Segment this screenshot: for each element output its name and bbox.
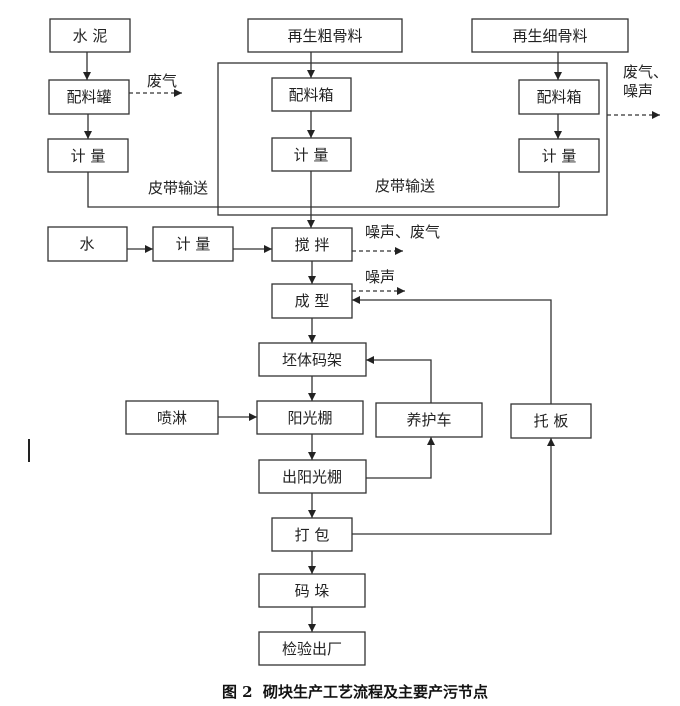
node-label: 水 泥 [73,27,108,45]
label-forming-emission: 噪声 [365,268,395,286]
node-label: 计 量 [294,146,329,164]
node-curing-cart: 养护车 [375,402,483,438]
node-spray: 喷淋 [125,400,219,435]
label-mixing-emission: 噪声、废气 [365,223,440,241]
node-label: 水 [79,235,94,253]
node-label: 检验出厂 [282,640,342,658]
node-label: 托 板 [534,412,569,430]
node-label: 配料罐 [66,88,111,106]
label-belt-conveyor-left: 皮带输送 [148,179,208,197]
node-label: 成 型 [295,292,330,310]
node-packing: 打 包 [271,517,353,552]
node-label: 码 垛 [295,582,330,600]
node-green-body-rack: 坯体码架 [258,342,367,377]
label-belt-conveyor-right: 皮带输送 [375,177,435,195]
node-meter-cement: 计 量 [47,138,129,173]
node-mixing: 搅 拌 [271,227,353,262]
node-meter-water: 计 量 [152,226,234,262]
node-meter-fine: 计 量 [518,138,600,173]
label-batching-area-emission-line2: 噪声 [623,82,653,100]
label-batch-tank-emission: 废气 [147,72,177,90]
label-batching-area-emission-line1: 废气、 [623,63,668,81]
node-fine-aggregate: 再生细骨料 [471,18,629,53]
node-label: 喷淋 [157,409,187,427]
node-label: 配料箱 [536,88,581,106]
node-label: 养护车 [406,411,451,429]
node-coarse-aggregate: 再生粗骨料 [247,18,403,53]
node-batch-tank: 配料罐 [48,79,130,115]
node-label: 打 包 [295,526,330,544]
node-label: 出阳光棚 [282,468,342,486]
node-label: 计 量 [71,147,106,165]
figure-caption: 图 2 砌块生产工艺流程及主要产污节点 [222,683,488,701]
node-batch-box-fine: 配料箱 [518,79,600,115]
batching-area-frame [217,62,608,216]
node-inspection-dispatch: 检验出厂 [258,631,366,666]
node-label: 配料箱 [288,86,333,104]
node-meter-coarse: 计 量 [271,137,352,172]
arrow-packing-to-pallet [352,438,555,535]
node-cement: 水 泥 [49,18,131,53]
arrow-pallet-to-forming [352,296,552,404]
text-cursor [28,439,30,462]
node-label: 计 量 [542,147,577,165]
node-label: 阳光棚 [287,409,332,427]
arrow-curing-cart-to-rack [366,356,432,403]
node-pallet: 托 板 [510,403,592,439]
node-water: 水 [47,226,128,262]
node-sunshed: 阳光棚 [256,400,364,435]
node-label: 坯体码架 [282,351,342,369]
node-label: 再生细骨料 [512,27,587,45]
node-label: 再生粗骨料 [287,27,362,45]
node-stacking: 码 垛 [258,573,366,608]
belt-conveyor-line [87,172,559,208]
node-label: 搅 拌 [295,236,330,254]
node-batch-box-coarse: 配料箱 [271,77,352,112]
node-label: 计 量 [176,235,211,253]
node-exit-sunshed: 出阳光棚 [258,459,367,494]
node-forming: 成 型 [271,283,353,319]
arrow-exit-to-curing-cart [366,437,435,479]
